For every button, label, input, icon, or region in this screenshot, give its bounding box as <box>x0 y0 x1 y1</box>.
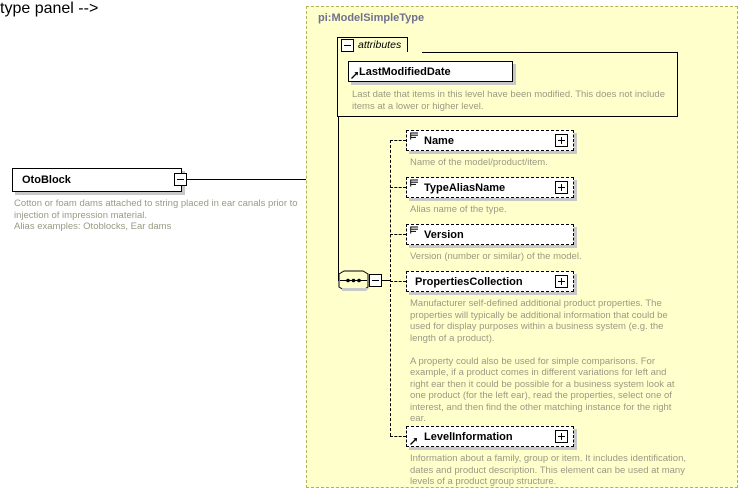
root-element-otoblock[interactable]: OtoBlock <box>12 168 182 192</box>
element-tree-spine <box>390 140 391 436</box>
element-version[interactable]: Version <box>406 224 574 245</box>
type-panel-title: pi:ModelSimpleType <box>318 12 425 24</box>
attribute-label: LastModifiedDate <box>359 66 451 78</box>
element-arrow-icon <box>410 438 417 445</box>
sequence-icon <box>338 270 369 291</box>
element-label: LevelInformation <box>424 431 513 443</box>
root-documentation: Cotton or foam dams attached to string p… <box>14 198 298 232</box>
element-documentation: Manufacturer self-defined additional pro… <box>410 298 675 424</box>
root-element-label: OtoBlock <box>22 174 71 186</box>
element-label: PropertiesCollection <box>415 276 523 288</box>
attributes-group-label: attributes <box>358 39 402 51</box>
root-to-type-connector <box>187 179 338 180</box>
element-levelinformation[interactable]: LevelInformation <box>406 426 574 447</box>
element-typealiasname[interactable]: TypeAliasName <box>406 177 574 198</box>
sequence-collapse-toggle[interactable] <box>369 274 382 287</box>
type-trunk-line <box>338 72 339 280</box>
element-sequence-icon <box>410 179 418 187</box>
element-sequence-icon <box>410 226 418 234</box>
element-stub-typealiasname <box>390 187 406 188</box>
attributes-tab-seam <box>338 52 422 53</box>
element-expand-toggle[interactable] <box>555 430 568 443</box>
root-collapse-toggle[interactable] <box>174 173 187 186</box>
element-expand-toggle[interactable] <box>555 275 568 288</box>
element-stub-version <box>390 234 406 235</box>
element-stub-name <box>390 140 406 141</box>
element-stub-levelinformation <box>390 436 406 437</box>
element-expand-toggle[interactable] <box>555 181 568 194</box>
element-label: TypeAliasName <box>424 182 506 194</box>
element-propertiescollection[interactable]: PropertiesCollection <box>406 271 574 292</box>
element-expand-toggle[interactable] <box>555 134 568 147</box>
element-stub-propertiescollection <box>390 281 406 282</box>
attribute-documentation: Last date that items in this level have … <box>352 89 665 112</box>
element-documentation: Information about a family, group or ite… <box>410 453 686 487</box>
element-documentation: Version (number or similar) of the model… <box>410 251 582 262</box>
attribute-lastmodifieddate[interactable]: LastModifiedDate <box>348 61 513 82</box>
sequence-to-children-line <box>382 280 390 281</box>
attributes-group-tab[interactable]: attributes <box>337 37 409 53</box>
attribute-arrow-icon <box>351 72 358 79</box>
element-name[interactable]: Name <box>406 130 574 151</box>
element-documentation: Name of the model/product/item. <box>410 157 548 168</box>
element-label: Version <box>424 229 464 241</box>
attributes-collapse-toggle[interactable] <box>341 39 354 52</box>
sequence-compositor[interactable] <box>338 270 382 291</box>
element-documentation: Alias name of the type. <box>410 204 507 215</box>
element-sequence-icon <box>410 132 418 140</box>
element-label: Name <box>424 135 454 147</box>
